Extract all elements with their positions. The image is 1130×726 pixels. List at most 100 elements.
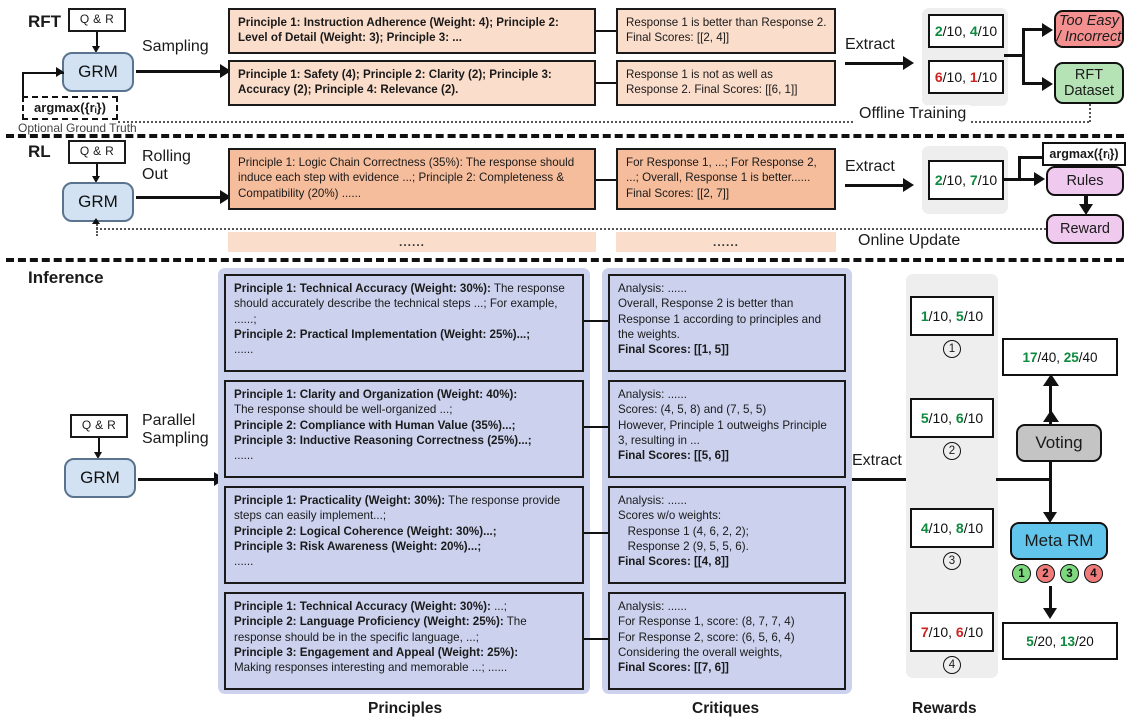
rft-reward-2-r1: 6 (934, 69, 943, 85)
voting-result-box: 17/40, 25/40 (1002, 338, 1118, 376)
inference-input-box: Q & R (70, 414, 128, 438)
rl-critique-box: For Response 1, ...; For Response 2, ...… (616, 148, 836, 210)
principle-box-1: Principle 1: Technical Accuracy (Weight:… (224, 274, 584, 372)
principle-2-line-4: Principle 3: Inductive Reasoning Correct… (234, 433, 532, 447)
critique-3-line-3: Response 1 (4, 6, 2, 2); (618, 524, 749, 538)
rl-rules-arrow-line (1004, 178, 1038, 181)
voting-result-r2: 25 (1063, 349, 1079, 365)
meta-result-box: 5/20, 13/20 (1002, 622, 1118, 660)
reward-index-3-label: 3 (948, 555, 956, 567)
critique-4-line-4: Considering the overall weights, (618, 645, 783, 659)
rewards-trunk-v (1049, 420, 1052, 520)
reward-4-r1: 7 (920, 624, 929, 640)
stage-label-rft: RFT (28, 12, 62, 31)
meta-result-r1: 5 (1026, 633, 1034, 649)
principle-2-line-2: The response should be well-organized ..… (234, 403, 453, 417)
column-title-principles: Principles (368, 700, 443, 717)
column-title-rewards: Rewards (912, 700, 977, 717)
rft-extract-arrow-line (845, 62, 905, 65)
critique-box-3: Analysis: ...... Scores w/o weights: Res… (608, 486, 846, 584)
rft-sampling-arrow-head (220, 64, 231, 78)
separator-rl-inference (6, 258, 1124, 262)
inference-grm-label: GRM (80, 468, 120, 488)
rft-reward-1-r2: 4 (969, 23, 978, 39)
critique-4-line-5: Final Scores: [[7, 6]] (618, 661, 729, 675)
rl-reward-label: Reward (1060, 220, 1110, 237)
rl-ellipsis-row-principles: ...... (228, 232, 596, 252)
rft-reward-box-2: 6/10, 1/10 (928, 60, 1004, 94)
meta-result-r2: 13 (1059, 633, 1076, 649)
rl-input-arrow-line (96, 164, 98, 178)
rl-arrow-line (136, 196, 222, 199)
rl-reward-box: 2/10, 7/10 (928, 160, 1004, 200)
reward-index-1-label: 1 (948, 343, 956, 355)
rl-argmax-line-v (1018, 156, 1021, 180)
rl-reward-r2: 7 (969, 172, 978, 188)
rft-argmax-label: argmax({rᵢ}) (34, 99, 106, 115)
rft-input-arrow-line (96, 32, 98, 48)
rft-outcome-dataset: RFT Dataset (1054, 62, 1124, 104)
rl-reward-pill: Reward (1046, 214, 1124, 244)
principle-4-line-1: Principle 1: Technical Accuracy (Weight:… (234, 600, 491, 613)
rft-reward-1-r1: 2 (934, 23, 943, 39)
rft-reward-2-r2: 1 (969, 69, 978, 85)
voting-result-arrow-head (1043, 374, 1059, 386)
principle-box-4: Principle 1: Technical Accuracy (Weight:… (224, 592, 584, 690)
rft-argmax-feedback-head (56, 67, 64, 77)
rl-input-box: Q & R (68, 140, 126, 164)
principle-box-2: Principle 1: Clarity and Organization (W… (224, 380, 584, 478)
rft-critique-text-1: Response 1 is better than Response 2. Fi… (626, 16, 827, 45)
principle-1-line-2: The response should accurately describe … (234, 282, 565, 326)
inference-parallel-sampling-label: Parallel Sampling (142, 412, 222, 448)
rft-critique-box-1: Response 1 is better than Response 2. Fi… (616, 8, 836, 54)
principle-3-line-1: Principle 1: Practicality (Weight: 30%): (234, 494, 446, 507)
rft-conn-1 (596, 30, 618, 32)
voting-box: Voting (1016, 424, 1102, 462)
rl-rules-box: Rules (1046, 166, 1124, 196)
rft-extract-label: Extract (845, 36, 895, 53)
rft-offline-label: Offline Training (855, 105, 971, 123)
inference-grm-box[interactable]: GRM (64, 458, 136, 498)
critique-2-line-3: However, Principle 1 outweighs Principle… (618, 418, 827, 447)
rl-online-dotted-v (96, 224, 98, 236)
principle-3-line-4: Principle 3: Risk Awareness (Weight: 20%… (234, 539, 482, 553)
stage-label-rl: RL (28, 142, 51, 161)
rl-rolling-out-text: Rolling Out (142, 148, 191, 183)
rft-grm-box[interactable]: GRM (62, 52, 134, 92)
critique-3-line-5: Final Scores: [[4, 8]] (618, 555, 729, 569)
rl-input-arrow-head (92, 176, 100, 183)
reward-index-4: 4 (943, 656, 961, 674)
meta-rm-label: Meta RM (1024, 531, 1094, 551)
rft-outcome-branch-top (1022, 28, 1044, 31)
rl-ellipsis-critiques: ...... (712, 235, 739, 249)
critique-3-line-1: Analysis: ...... (618, 494, 687, 507)
critique-2-line-1: Analysis: ...... (618, 388, 687, 401)
rl-rules-to-reward-line (1084, 196, 1088, 206)
principle-4-line-5: Principle 3: Engagement and Appeal (Weig… (234, 645, 519, 659)
critique-box-4: Analysis: ...... For Response 1, score: … (608, 592, 846, 690)
rl-argmax-label: argmax({rᵢ}) (1049, 146, 1119, 161)
rft-input-arrow-head (92, 46, 100, 53)
meta-vote-3-label: 3 (1066, 567, 1073, 580)
principle-1-line-4: ...... (234, 343, 254, 357)
rl-principle-box: Principle 1: Logic Chain Correctness (35… (228, 148, 596, 210)
reward-box-1: 1/10, 5/10 (910, 296, 994, 336)
rl-reward-r1: 2 (934, 172, 943, 188)
critique-2-line-4: Final Scores: [[5, 6]] (618, 449, 729, 463)
rft-offline-dotted-h (118, 121, 1089, 123)
inference-input-arrow-line (98, 438, 100, 454)
conn-principle-critique-3 (584, 532, 608, 534)
rft-sampling-arrow-line (136, 70, 222, 73)
voting-label: Voting (1035, 433, 1083, 453)
rft-principle-box-2: Principle 1: Safety (4); Principle 2: Cl… (228, 60, 596, 106)
rft-outcome-branch-bot (1022, 82, 1044, 85)
rl-extract-arrow-head (903, 178, 914, 192)
rl-grm-box[interactable]: GRM (62, 182, 134, 222)
rft-principle-text-2: Principle 1: Safety (4); Principle 2: Cl… (238, 68, 552, 97)
rl-online-label: Online Update (855, 232, 964, 250)
rl-online-dotted-h (96, 228, 1046, 230)
meta-vote-2: 2 (1036, 564, 1055, 583)
reward-index-4-label: 4 (948, 659, 956, 671)
rft-input-box: Q & R (68, 8, 126, 32)
principle-2-line-5: ...... (234, 449, 254, 463)
